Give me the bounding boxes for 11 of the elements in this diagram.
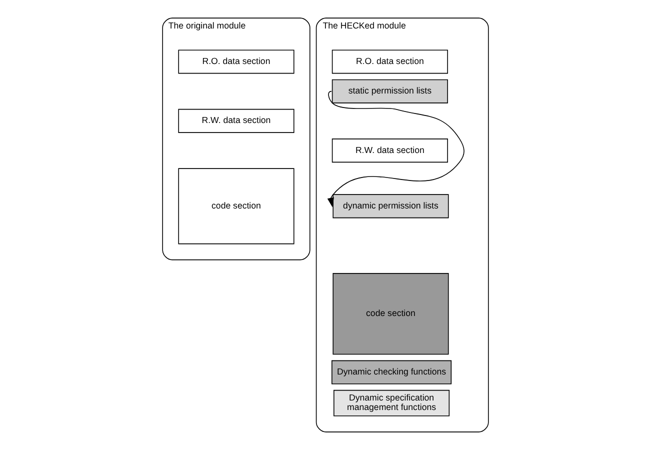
node-box: Dynamic specification management functions [333, 390, 450, 416]
arrow [326, 90, 464, 208]
node-box: Dynamic checking functions [331, 360, 452, 384]
node-box: R.W. data section [331, 138, 448, 163]
node-box: R.W. data section [178, 108, 294, 133]
node-box: code section [178, 168, 294, 244]
node-box: R.O. data section [331, 50, 448, 74]
node-box: dynamic permission lists [332, 194, 448, 218]
node-box: code section [332, 273, 448, 355]
node-box: static permission lists [331, 79, 448, 104]
node-box: R.O. data section [178, 50, 294, 74]
